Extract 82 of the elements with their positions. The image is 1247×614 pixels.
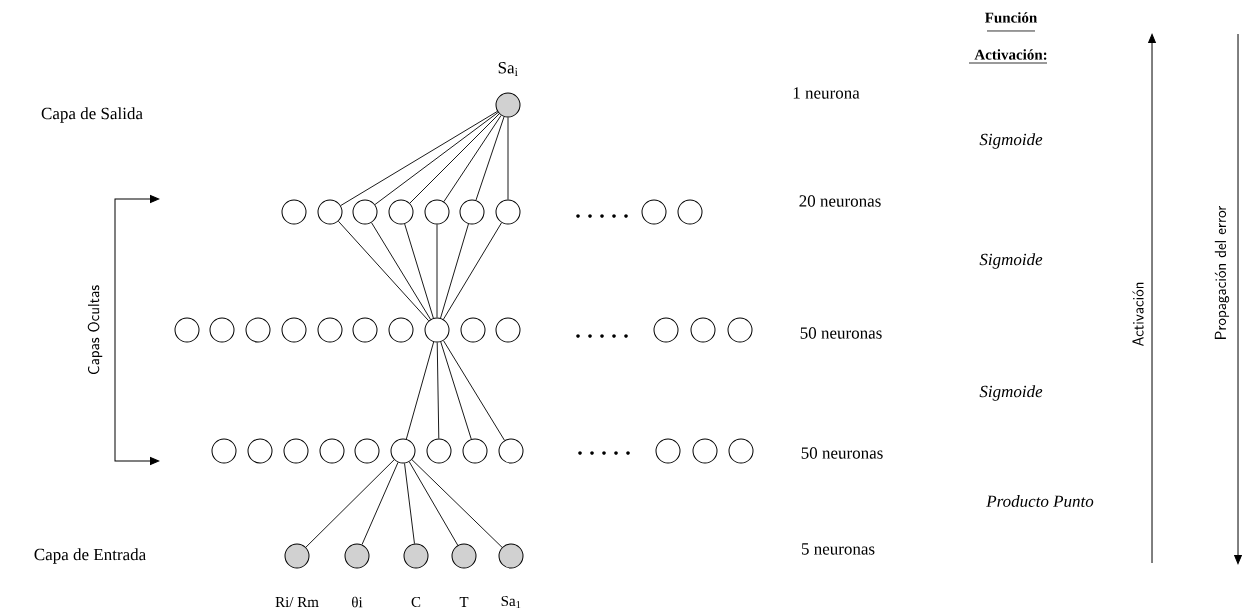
connection-line [443, 222, 502, 320]
connection-line [436, 342, 440, 439]
neuron-circle [388, 317, 414, 343]
neuron-circle [283, 438, 309, 464]
input-neuron [284, 543, 310, 569]
neuron-circle [498, 438, 524, 464]
column-heading: Función Activación: [968, 12, 1048, 64]
connection-line [371, 222, 431, 320]
connection-line [440, 223, 469, 319]
neuron-circle [462, 438, 488, 464]
neuron-circle [245, 317, 271, 343]
layer-label: Capa de Entrada [34, 548, 146, 564]
axis-label: Capas Ocultas [87, 285, 103, 375]
layer-label: Capa de Salida [41, 107, 143, 123]
neuron-circle [653, 317, 679, 343]
connection-line [475, 116, 505, 201]
connection-line [443, 114, 502, 203]
neuron-circle [424, 199, 450, 225]
layer-label: 50 neuronas [801, 447, 883, 459]
node-label: Sa$_{1}$ [501, 595, 521, 609]
neuron-circle [460, 317, 486, 343]
neuron-circle [677, 199, 703, 225]
node-label: Ri/ Rm [275, 596, 319, 608]
connection-line [405, 341, 435, 440]
neuron-circle [727, 317, 753, 343]
node-label: C [411, 596, 421, 608]
neuron-circle [209, 317, 235, 343]
node-label: T [459, 597, 469, 607]
axis-label: Propagación del error [1214, 205, 1230, 339]
neuron-circle [655, 438, 681, 464]
layer-label: 1 neurona [793, 87, 860, 99]
node-label: θi [352, 596, 363, 608]
neuron-circle [641, 199, 667, 225]
layer-label: 50 neuronas [800, 327, 882, 339]
connection-line [436, 224, 438, 318]
function-label: Sigmoide [979, 253, 1043, 269]
connection-line [507, 117, 509, 200]
neuron-circle [247, 438, 273, 464]
layer-label: 20 neuronas [799, 195, 881, 207]
connection-line [404, 223, 434, 319]
connection-line [409, 113, 500, 204]
neuron-circle [281, 199, 307, 225]
connection-line [305, 459, 395, 548]
neuron-circle [352, 317, 378, 343]
neuron-circle [495, 199, 521, 225]
neuron-circle [390, 438, 416, 464]
neuron-circle [317, 317, 343, 343]
neuron-circle [317, 199, 343, 225]
connection-line [440, 341, 472, 440]
input-neuron [495, 92, 521, 118]
node-label: Sa$_{i}$ [498, 62, 518, 76]
neuron-circle [459, 199, 485, 225]
neuron-circle [728, 438, 754, 464]
neuron-circle [690, 317, 716, 343]
neuron-circle [388, 199, 414, 225]
neuron-circle [319, 438, 345, 464]
neuron-circle [426, 438, 452, 464]
neuron-circle [354, 438, 380, 464]
connection-line [411, 459, 503, 548]
neuron-circle [352, 199, 378, 225]
neuron-circle [495, 317, 521, 343]
connection-line [374, 112, 499, 205]
input-neuron [403, 543, 429, 569]
input-neuron [498, 543, 524, 569]
function-label: Sigmoide [979, 133, 1043, 149]
connection-line [361, 462, 399, 545]
connection-line [337, 220, 430, 322]
neuron-circle [692, 438, 718, 464]
function-label: Sigmoide [979, 385, 1043, 401]
function-label: Producto Punto [986, 495, 1094, 507]
neuron-circle [211, 438, 237, 464]
neuron-circle [174, 317, 200, 343]
layer-label: 5 neuronas [801, 543, 875, 555]
connection-line [443, 340, 505, 441]
input-neuron [344, 543, 370, 569]
neuron-circle [281, 317, 307, 343]
axis-label: Activación [1132, 282, 1144, 347]
neuron-circle [424, 317, 450, 343]
connection-line [404, 462, 415, 545]
connection-line [408, 461, 459, 546]
connection-line [340, 111, 498, 206]
input-neuron [451, 543, 477, 569]
